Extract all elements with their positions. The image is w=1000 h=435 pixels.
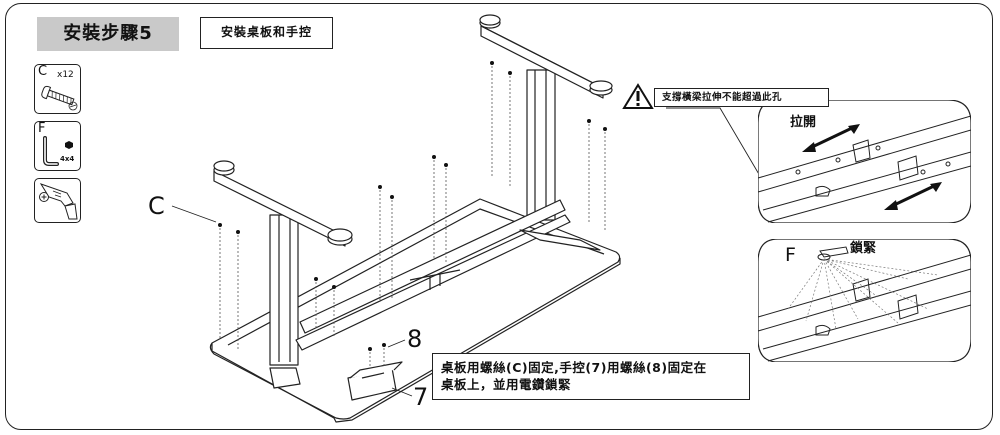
right-leg [479,14,613,221]
instruction-line-1: 桌板用螺絲(C)固定,手控(7)用螺絲(8)固定在 [441,360,707,375]
detail-tighten-drawing [758,239,971,362]
leader-lines [171,107,761,397]
hand-controller [347,361,403,401]
screw-icon [41,85,78,111]
detail-pull-apart: 拉開 [758,100,971,223]
part-c-qty: x12 [57,70,74,80]
step-title: 安裝步驟5 [37,17,179,51]
part-c-letter: C [38,64,48,79]
manual-frame [5,3,993,430]
step-subtitle: 安裝桌板和手控 [200,17,333,49]
hand-control-7-callout: 7 [413,383,429,411]
screw-8-callout: 8 [407,325,423,353]
instruction-line-2: 桌板上，並用電鑽鎖緊 [441,377,572,392]
detail-pull-drawing [758,100,971,223]
tool-f-callout: F [785,244,796,266]
part-drill-box [34,178,81,223]
part-f-box: F 4x4 [34,121,81,171]
part-f-letter: F [38,121,46,136]
hex-key-icon [43,136,73,166]
screw-guides [219,66,606,368]
part-f-size: 4x4 [60,155,75,163]
power-drill-icon [39,183,78,220]
screw-c-callout: C [148,192,165,220]
warning-box: 支撐橫梁拉伸不能超過此孔 [654,88,829,107]
part-c-box: C x12 [34,64,81,114]
tighten-label: 鎖緊 [850,241,877,256]
left-leg [213,160,353,366]
warning-triangle-icon [622,83,654,109]
pull-apart-label: 拉開 [790,115,817,130]
detail-tighten: F 鎖緊 [758,239,971,362]
cross-beams [269,199,601,389]
screws [218,61,607,351]
instruction-box: 桌板用螺絲(C)固定,手控(7)用螺絲(8)固定在 桌板上，並用電鑽鎖緊 [432,353,750,400]
